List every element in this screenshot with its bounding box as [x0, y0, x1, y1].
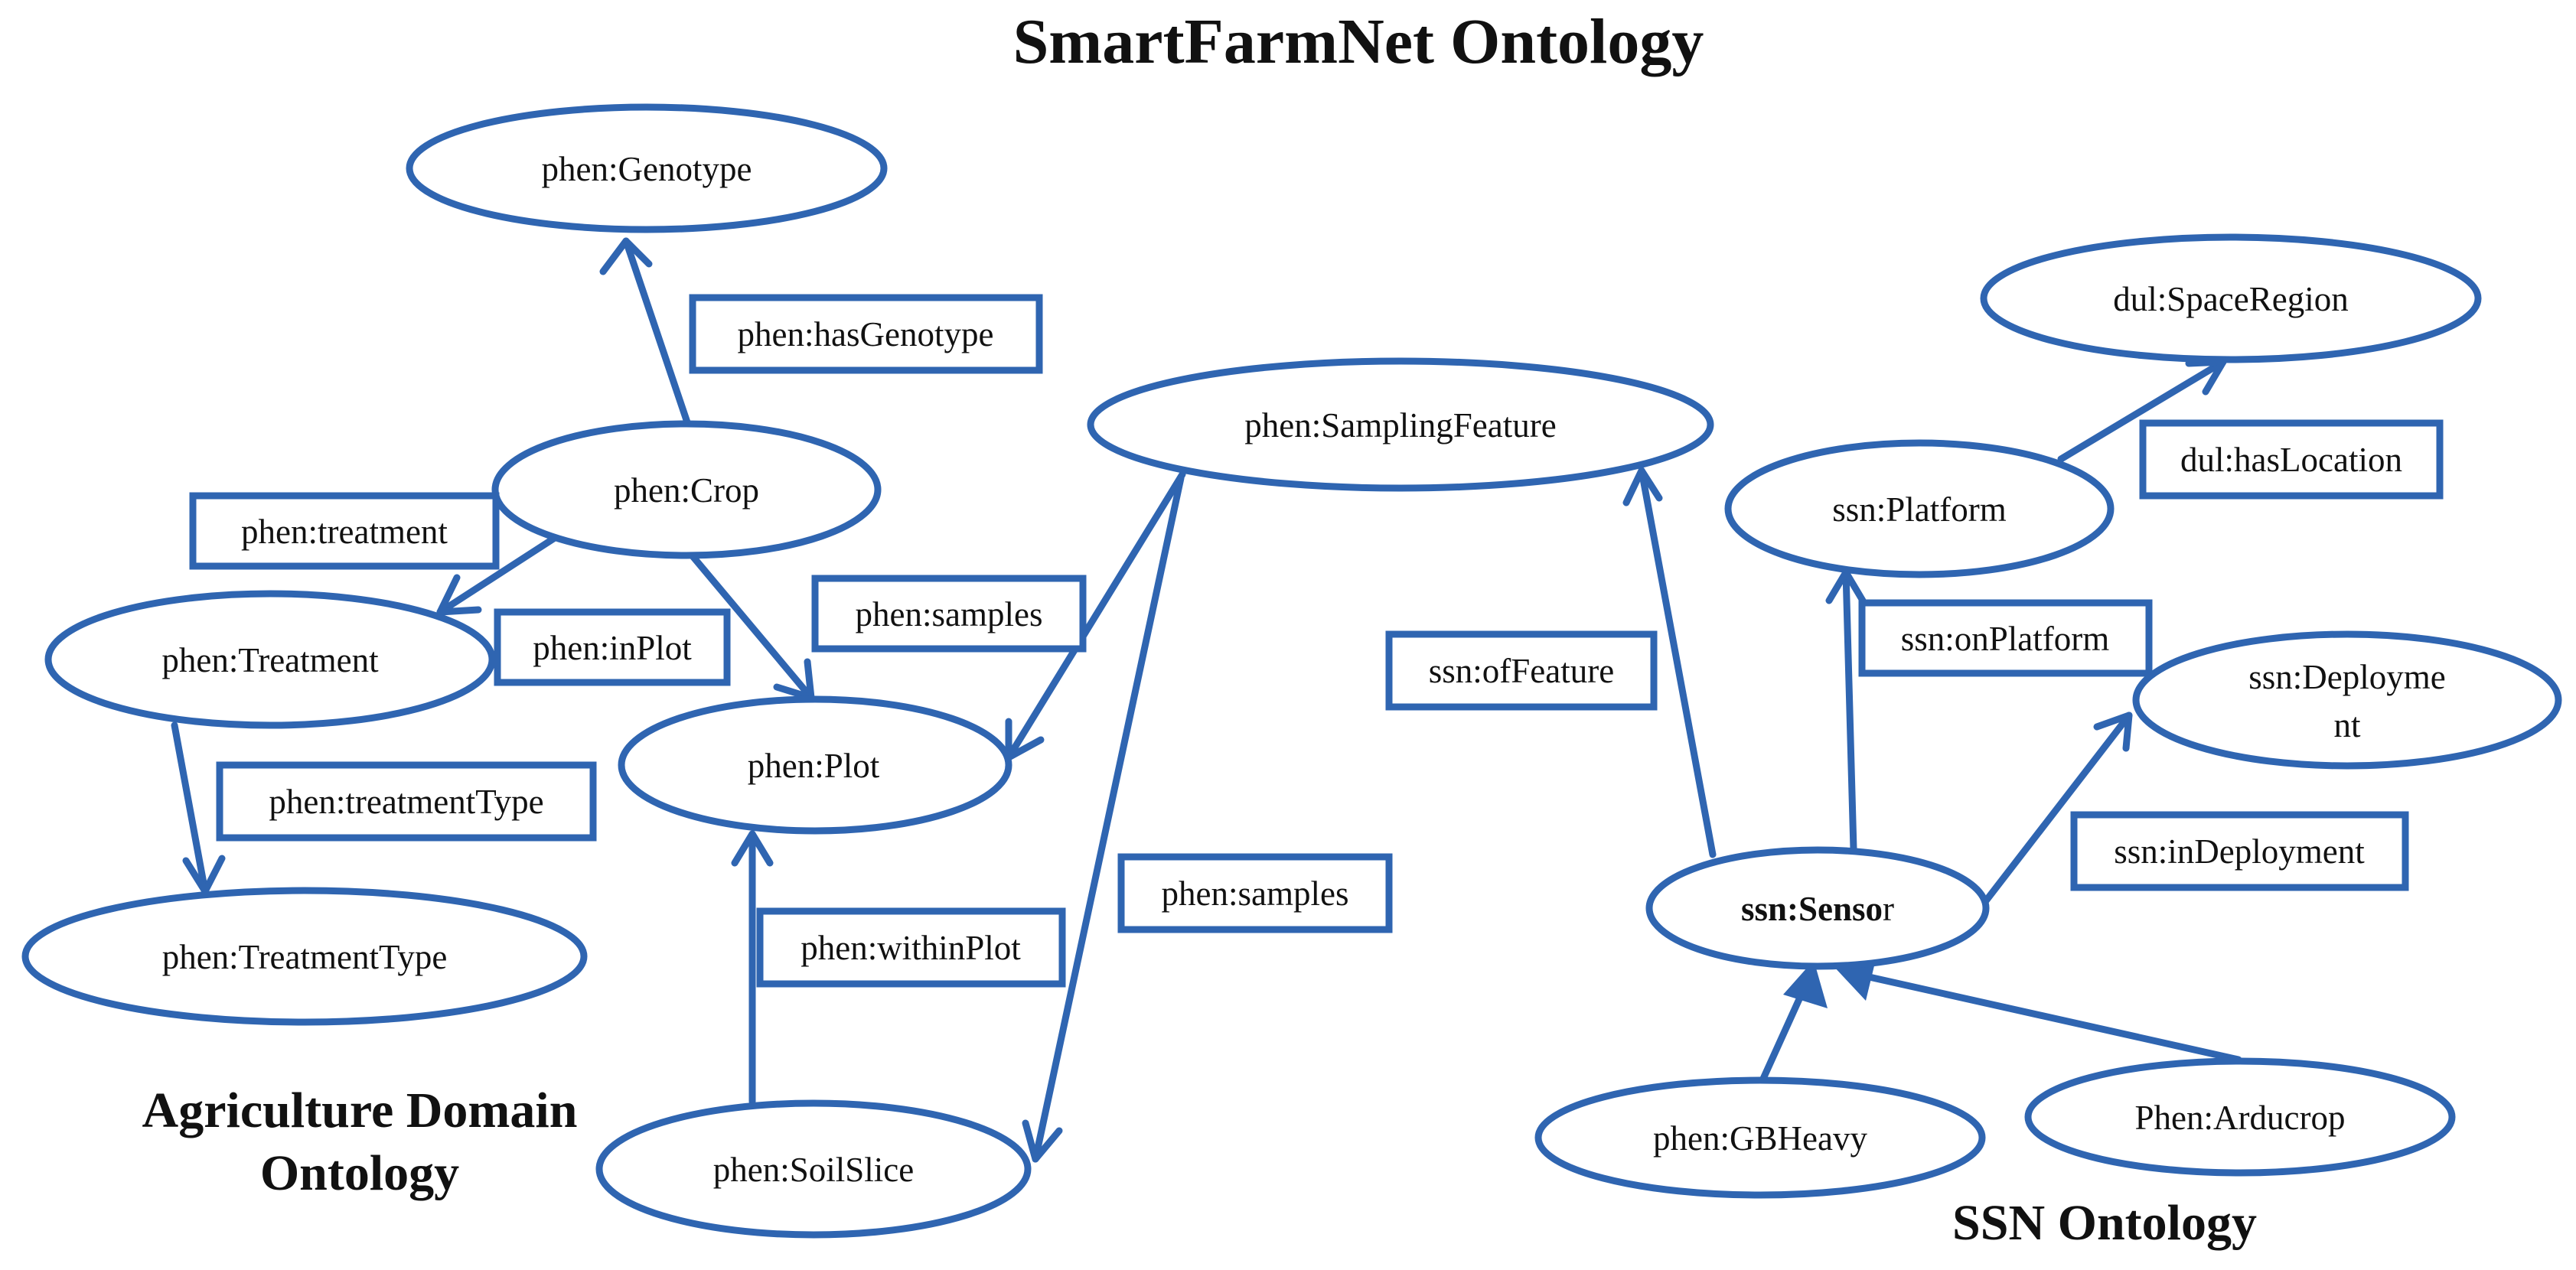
node-platform — [1724, 439, 2115, 578]
edge-label-in-plot: phen:inPlot — [533, 629, 692, 667]
edge-box-in-deployment — [2070, 811, 2409, 891]
arrowhead-soil-slice — [1022, 1119, 1063, 1163]
edge-box-has-location — [2139, 419, 2444, 500]
edge-box-within-plot — [756, 907, 1066, 988]
edge-line-of-feature — [1638, 467, 1717, 858]
edge-box-treatment — [189, 492, 500, 570]
edge-line-samples-plot — [1005, 471, 1186, 761]
arrowhead-sensor-gbheavy — [1783, 960, 1828, 1008]
edge-line-treatment-type — [171, 721, 209, 895]
edge-label-on-platform: ssn:onPlatform — [1901, 620, 2110, 658]
section-agriculture-line1: Agriculture Domain — [142, 1083, 578, 1138]
node-treatment-type — [21, 887, 588, 1026]
node-sampling-feature — [1087, 357, 1714, 492]
node-treatment — [44, 590, 496, 729]
edge-line-has-location — [2057, 358, 2227, 463]
edge-box-in-plot — [494, 608, 731, 686]
node-genotype — [406, 103, 888, 233]
edge-labels: phen:hasGenotype phen:treatment phen:inP… — [241, 315, 2402, 967]
node-label-crop: phen:Crop — [614, 471, 759, 510]
edge-label-treatment: phen:treatment — [241, 513, 448, 551]
edge-label-samples-plot: phen:samples — [856, 595, 1043, 633]
node-crop — [491, 420, 882, 559]
section-agriculture-line2: Ontology — [260, 1145, 459, 1201]
edge-box-has-genotype — [689, 294, 1043, 374]
edge-box-on-platform — [1858, 599, 2153, 677]
node-arducrop — [2024, 1057, 2456, 1177]
edge-line-in-deployment — [1981, 712, 2133, 907]
edge-box-samples-plot — [811, 575, 1087, 653]
node-label-plot: phen:Plot — [748, 747, 880, 785]
node-label-platform: ssn:Platform — [1832, 490, 2007, 529]
edge-line-treatment — [436, 534, 559, 616]
edge-label-treatment-type: phen:treatmentType — [269, 783, 543, 821]
node-space-region — [1980, 233, 2482, 363]
edge-line-has-genotype — [622, 237, 691, 426]
arrowhead-treatment — [436, 574, 482, 616]
arrowhead-sampling-feature — [1622, 467, 1663, 506]
edge-line-samples-soil — [1032, 474, 1185, 1163]
node-label-deployment-line2: nt — [2333, 706, 2361, 744]
node-label-sensor-bold: ssn:Senso — [1741, 890, 1883, 928]
node-label-treatment-type: phen:TreatmentType — [162, 938, 448, 976]
arrowhead-deployment — [2093, 712, 2133, 752]
node-label-sampling-feature: phen:SamplingFeature — [1244, 406, 1556, 444]
node-label-gbheavy: phen:GBHeavy — [1653, 1119, 1867, 1158]
edge-box-of-feature — [1385, 630, 1658, 711]
node-deployment — [2132, 630, 2562, 770]
arrowhead-treatment-type — [182, 855, 226, 895]
edge-box-samples-soil — [1117, 853, 1393, 933]
edge-label-has-location: dul:hasLocation — [2180, 441, 2402, 479]
node-plot — [618, 695, 1012, 835]
edge-label-samples-soil: phen:samples — [1162, 874, 1349, 913]
edge-box-treatment-type — [216, 761, 597, 842]
edge-label-in-deployment: ssn:inDeployment — [2114, 832, 2365, 871]
node-label-arducrop: Phen:Arducrop — [2135, 1099, 2346, 1137]
node-soil-slice — [595, 1099, 1032, 1239]
node-label-deployment-line1: ssn:Deployme — [2248, 658, 2445, 696]
node-label-treatment: phen:Treatment — [161, 641, 379, 679]
edge-label-has-genotype: phen:hasGenotype — [738, 315, 994, 353]
edge-label-of-feature: ssn:ofFeature — [1429, 652, 1614, 690]
node-label-sensor: ssn:Sensor — [1741, 890, 1894, 928]
node-label-sensor-tail: r — [1883, 890, 1894, 928]
node-ellipses — [21, 103, 2562, 1239]
node-label-soil-slice: phen:SoilSlice — [713, 1151, 915, 1189]
node-label-genotype: phen:Genotype — [542, 150, 752, 188]
node-gbheavy — [1534, 1076, 1986, 1199]
edge-line-on-platform — [1842, 568, 1857, 853]
edge-label-boxes — [189, 294, 2444, 988]
node-sensor — [1645, 846, 1990, 970]
node-labels: phen:Genotype phen:Crop phen:Treatment p… — [161, 150, 2445, 1189]
arrowhead-plot-from-soil — [731, 830, 774, 867]
section-ssn: SSN Ontology — [1952, 1195, 2257, 1251]
edge-line-arducrop — [1848, 969, 2242, 1063]
edge-line-in-plot — [689, 552, 815, 702]
edge-label-within-plot: phen:withinPlot — [801, 929, 1021, 967]
arrowhead-genotype — [599, 237, 653, 275]
section-labels: Agriculture Domain Ontology SSN Ontology — [142, 1083, 2257, 1251]
node-label-space-region: dul:SpaceRegion — [2113, 280, 2348, 318]
diagram-title: SmartFarmNet Ontology — [1013, 6, 1704, 77]
